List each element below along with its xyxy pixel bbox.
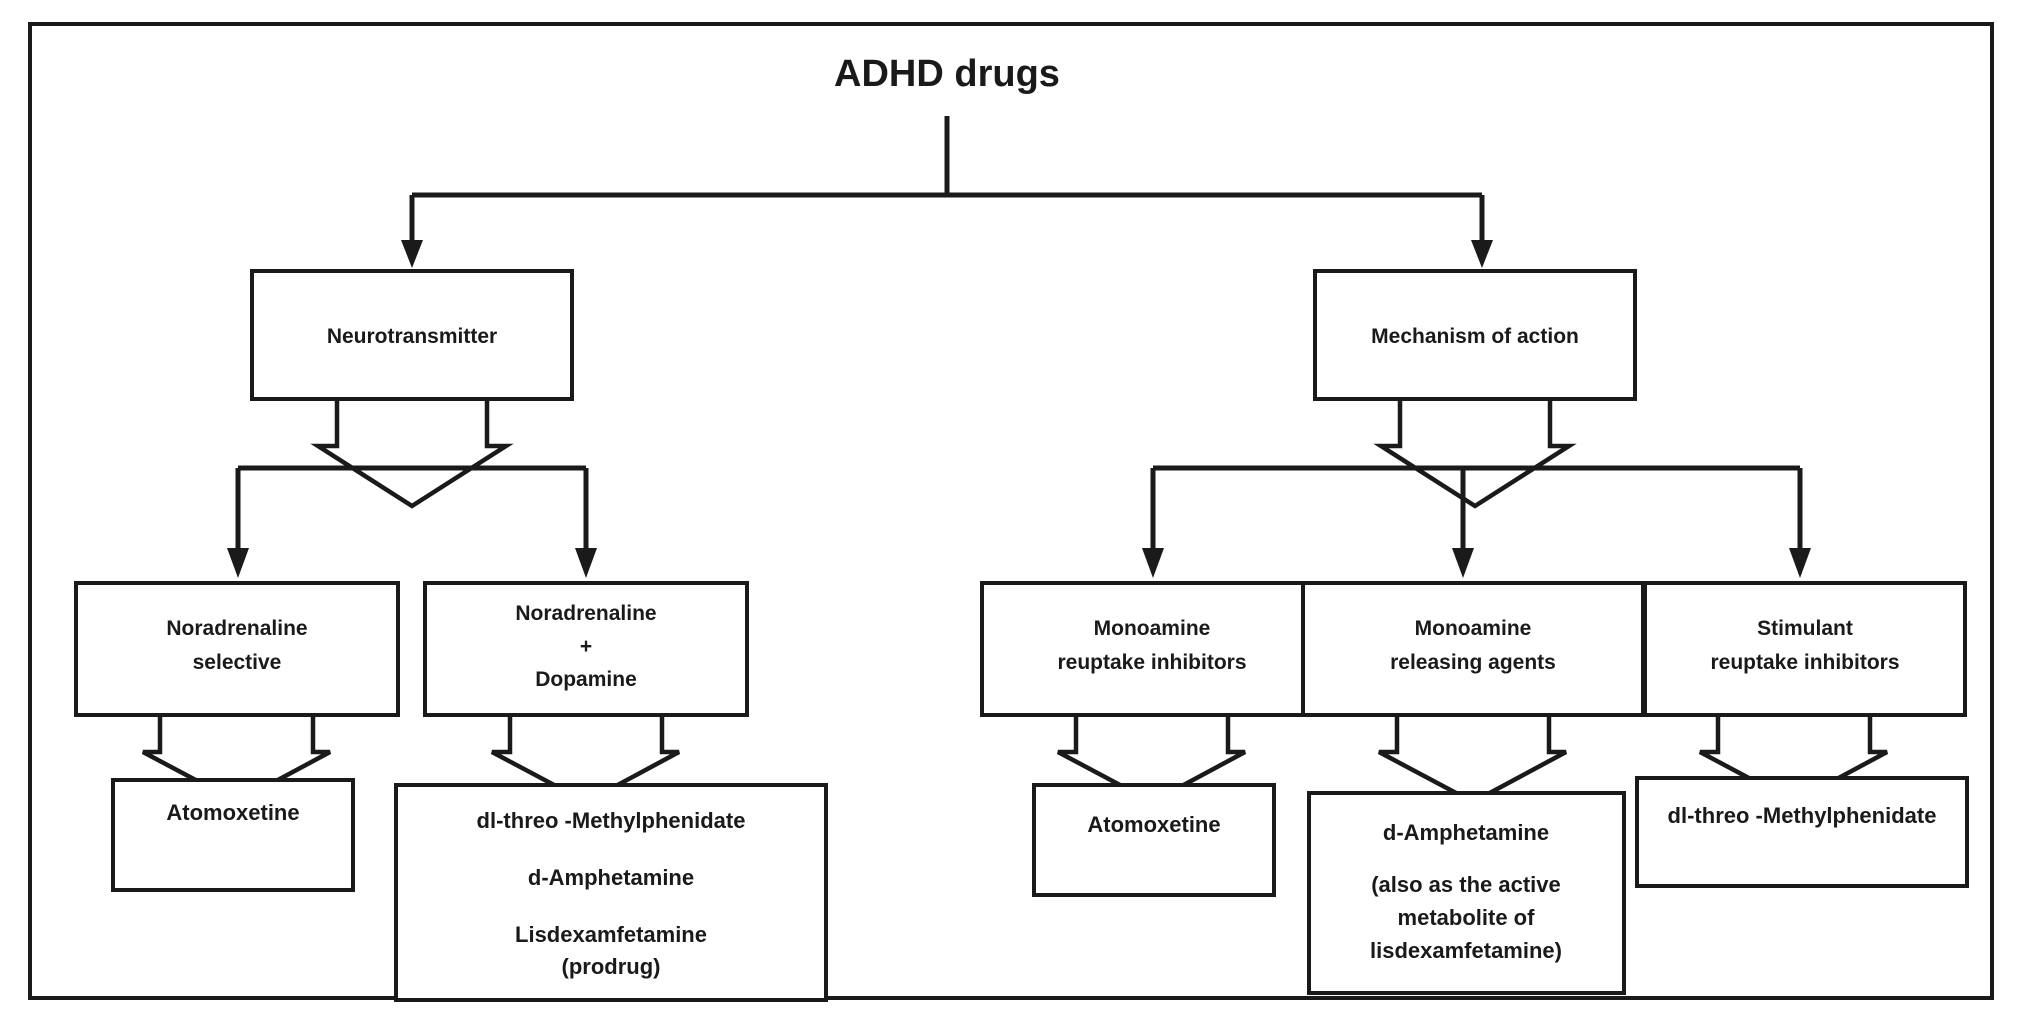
funnel-connector-neurotransmitter <box>310 399 514 509</box>
node-mechanism-of-action-label: Mechanism of action <box>1371 325 1579 348</box>
node-noradrenaline-selective-line2: selective <box>193 651 282 674</box>
leaf-atomoxetine-moa-label: Atomoxetine <box>1087 812 1220 837</box>
diagram-border <box>28 22 1994 1000</box>
leaf-stimulants-nt-line3: Lisdexamfetamine <box>515 922 707 947</box>
node-neurotransmitter-label: Neurotransmitter <box>327 325 497 348</box>
node-noradrenaline-dopamine-line3: Dopamine <box>535 668 637 691</box>
diagram-title: ADHD drugs <box>834 53 1060 95</box>
leaf-atomoxetine-nt[interactable] <box>111 778 355 892</box>
node-monoamine-releasing-agents-line1: Monoamine <box>1415 617 1532 640</box>
funnel-connector-mechanism <box>1373 399 1577 509</box>
node-stimulant-reuptake-inhibitors-line2: reuptake inhibitors <box>1710 651 1899 674</box>
arrow-head-icon <box>1142 548 1164 578</box>
node-monoamine-reuptake-inhibitors-line1: Monoamine <box>1094 617 1211 640</box>
node-monoamine-reuptake-inhibitors[interactable] <box>980 581 1324 717</box>
node-stimulant-reuptake-inhibitors-line1: Stimulant <box>1757 617 1853 640</box>
node-noradrenaline-selective[interactable] <box>74 581 400 717</box>
node-noradrenaline-selective-line1: Noradrenaline <box>166 617 307 640</box>
leaf-stimulants-nt-line1: dl-threo -Methylphenidate <box>477 808 746 833</box>
arrow-head-icon <box>227 548 249 578</box>
arrow-head-icon <box>1789 548 1811 578</box>
node-monoamine-releasing-agents-line2: releasing agents <box>1390 651 1556 674</box>
node-noradrenaline-dopamine[interactable] <box>423 581 749 717</box>
funnel-connector-monoamine-releasing <box>1377 715 1568 805</box>
leaf-d-amphetamine-moa-line1: d-Amphetamine <box>1383 820 1549 845</box>
leaf-d-amphetamine-moa-line3: metabolite of <box>1398 905 1536 930</box>
leaf-d-amphetamine-moa-line2: (also as the active <box>1371 872 1561 897</box>
leaf-stimulants-nt-line2: d-Amphetamine <box>528 865 694 890</box>
arrow-head-icon <box>1452 548 1474 578</box>
node-neurotransmitter[interactable] <box>250 269 574 401</box>
leaf-methylphenidate-moa[interactable] <box>1635 776 1969 888</box>
arrow-head-icon <box>575 548 597 578</box>
arrow-head-icon <box>401 240 423 268</box>
leaf-stimulants-nt[interactable] <box>394 783 828 1002</box>
node-mechanism-of-action[interactable] <box>1313 269 1637 401</box>
node-noradrenaline-dopamine-line2: + <box>580 635 592 658</box>
leaf-d-amphetamine-moa[interactable] <box>1307 791 1626 995</box>
node-monoamine-reuptake-inhibitors-line2: reuptake inhibitors <box>1057 651 1246 674</box>
leaf-d-amphetamine-moa-line4: lisdexamfetamine) <box>1370 938 1562 963</box>
arrow-head-icon <box>1471 240 1493 268</box>
node-monoamine-releasing-agents[interactable] <box>1301 581 1645 717</box>
leaf-stimulants-nt-line4: (prodrug) <box>562 954 661 979</box>
leaf-atomoxetine-nt-label: Atomoxetine <box>166 800 299 825</box>
node-noradrenaline-dopamine-line1: Noradrenaline <box>515 602 656 625</box>
node-stimulant-reuptake-inhibitors[interactable] <box>1643 581 1967 717</box>
leaf-methylphenidate-moa-label: dl-threo -Methylphenidate <box>1668 803 1937 828</box>
leaf-atomoxetine-moa[interactable] <box>1032 783 1276 897</box>
